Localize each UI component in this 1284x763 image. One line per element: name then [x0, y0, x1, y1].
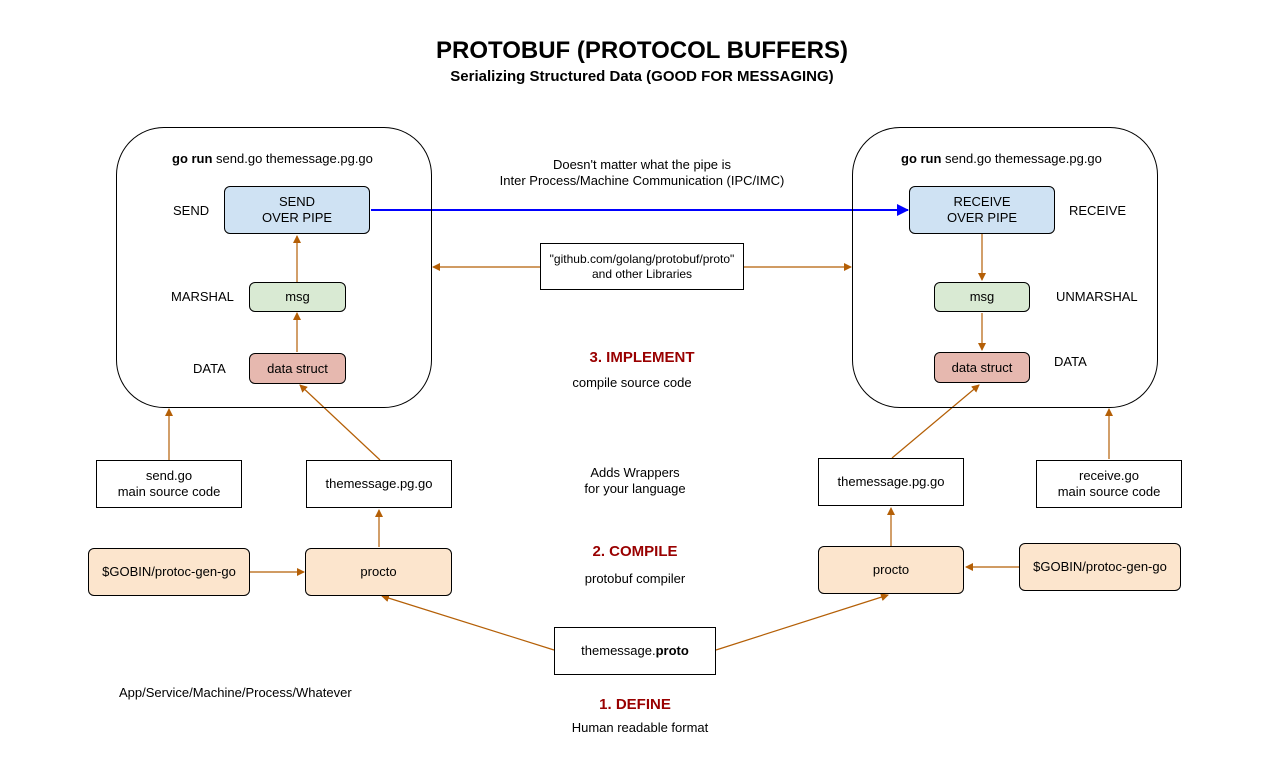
sender-procto-box: procto: [305, 548, 452, 596]
receive-go-line1: receive.go: [1079, 468, 1139, 483]
sender-app-panel: [116, 127, 432, 408]
sender-run-command: go run send.go themessage.pg.go: [172, 151, 373, 166]
pipe-line1: Doesn't matter what the pipe is: [552, 157, 732, 172]
app-description-label: App/Service/Machine/Process/Whatever: [119, 685, 352, 700]
arrow-proto-to-procto-right: [715, 593, 889, 651]
receiver-run-keyword: go run: [901, 151, 942, 166]
unmarshal-label: UNMARSHAL: [1056, 289, 1138, 304]
arrow-generated-to-data-right: [891, 384, 980, 459]
wrappers-line2: for your language: [584, 481, 686, 496]
receiver-data-label: DATA: [1054, 354, 1087, 369]
receive-over-pipe-box: RECEIVE OVER PIPE: [909, 186, 1055, 234]
page-subtitle: Serializing Structured Data (GOOD FOR ME…: [450, 68, 834, 85]
receiver-plugin-box: $GOBIN/protoc-gen-go: [1019, 543, 1181, 591]
pipe-description: Doesn't matter what the pipe is Inter Pr…: [442, 157, 842, 189]
sender-msg-box: msg: [249, 282, 346, 312]
proto-file-box: themessage.proto: [554, 627, 716, 675]
receive-go-line2: main source code: [1057, 484, 1161, 499]
receive-go-source-box: receive.go main source code: [1036, 460, 1182, 508]
sender-plugin-box: $GOBIN/protoc-gen-go: [88, 548, 250, 596]
pipe-line2: Inter Process/Machine Communication (IPC…: [499, 173, 785, 188]
arrow-generated-to-data-left: [299, 384, 381, 461]
step-compile-title: 2. COMPILE: [592, 543, 678, 560]
step-implement-title: 3. IMPLEMENT: [589, 349, 695, 366]
send-go-source-box: send.go main source code: [96, 460, 242, 508]
send-go-line1: send.go: [145, 468, 193, 483]
sender-run-keyword: go run: [172, 151, 213, 166]
send-label: SEND: [173, 203, 210, 218]
wrappers-description: Adds Wrappers for your language: [485, 465, 785, 497]
receive-box-line1: RECEIVE: [953, 194, 1011, 209]
marshal-label: MARSHAL: [171, 289, 234, 304]
arrow-proto-to-procto-left: [381, 594, 555, 651]
library-line2: and other Libraries: [591, 266, 693, 281]
receiver-data-struct-box: data struct: [934, 352, 1030, 383]
library-line1: "github.com/golang/protobuf/proto": [549, 251, 735, 266]
receiver-run-args: send.go themessage.pg.go: [941, 151, 1102, 166]
proto-file-ext: proto: [655, 643, 689, 658]
page-title: PROTOBUF (PROTOCOL BUFFERS): [435, 37, 848, 64]
receiver-procto-box: procto: [818, 546, 964, 594]
receive-label: RECEIVE: [1069, 203, 1127, 218]
receiver-app-panel: [852, 127, 1158, 408]
receive-box-line2: OVER PIPE: [946, 210, 1018, 225]
step-define-title: 1. DEFINE: [599, 696, 671, 713]
receiver-generated-file-box: themessage.pg.go: [818, 458, 964, 506]
send-go-line2: main source code: [117, 484, 221, 499]
sender-generated-file-box: themessage.pg.go: [306, 460, 452, 508]
receiver-run-command: go run send.go themessage.pg.go: [901, 151, 1102, 166]
step-compile-desc: protobuf compiler: [584, 571, 686, 586]
receiver-msg-box: msg: [934, 282, 1030, 312]
library-box: "github.com/golang/protobuf/proto" and o…: [540, 243, 744, 290]
step-define-desc: Human readable format: [571, 720, 709, 735]
send-box-line2: OVER PIPE: [261, 210, 333, 225]
sender-data-struct-box: data struct: [249, 353, 346, 384]
send-box-line1: SEND: [278, 194, 316, 209]
send-over-pipe-box: SEND OVER PIPE: [224, 186, 370, 234]
step-implement-desc: compile source code: [572, 375, 692, 390]
sender-run-args: send.go themessage.pg.go: [212, 151, 373, 166]
proto-file-name: themessage.: [581, 643, 656, 658]
sender-data-label: DATA: [193, 361, 226, 376]
wrappers-line1: Adds Wrappers: [590, 465, 680, 480]
